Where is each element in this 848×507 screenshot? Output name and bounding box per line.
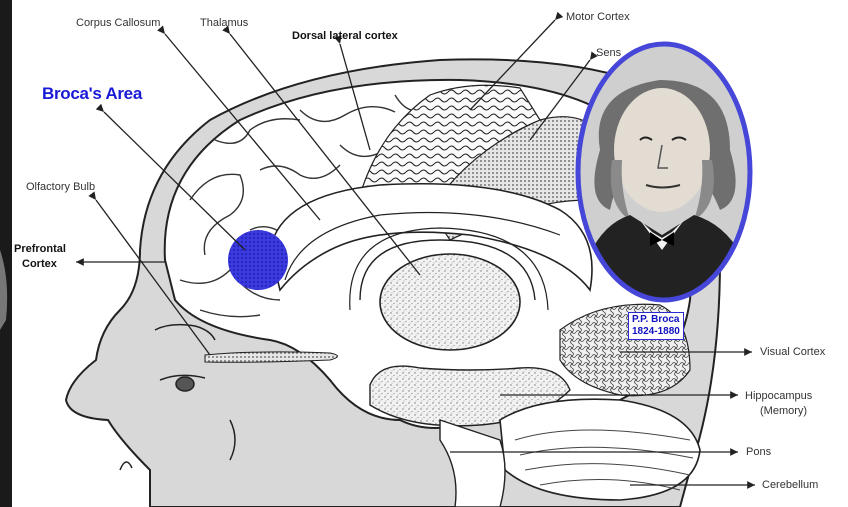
label-olfactory-bulb: Olfactory Bulb [26, 181, 95, 194]
label-thalamus: Thalamus [200, 17, 248, 30]
thalamus-shape [380, 254, 520, 350]
label-motor-cortex: Motor Cortex [566, 11, 630, 24]
label-sensory-cortex: Sens [596, 47, 621, 60]
portrait-caption: P.P. Broca 1824-1880 [628, 312, 684, 340]
label-prefrontal-line2: Cortex [22, 258, 57, 271]
left-edge-strip [0, 0, 12, 507]
label-brocas-area: Broca's Area [42, 87, 142, 100]
label-dorsal-lateral-cortex: Dorsal lateral cortex [292, 30, 398, 43]
label-corpus-callosum: Corpus Callosum [76, 17, 160, 30]
label-hippocampus-note: (Memory) [760, 405, 807, 418]
olfactory-tract [205, 352, 338, 362]
label-visual-cortex: Visual Cortex [760, 346, 825, 359]
label-pons: Pons [746, 446, 771, 459]
label-prefrontal-line1: Prefrontal [14, 243, 66, 256]
portrait-caption-name: P.P. Broca [632, 314, 680, 326]
portrait-caption-years: 1824-1880 [632, 326, 680, 338]
brocas-area-region [228, 230, 288, 290]
label-cerebellum: Cerebellum [762, 479, 818, 492]
label-hippocampus: Hippocampus [745, 390, 812, 403]
